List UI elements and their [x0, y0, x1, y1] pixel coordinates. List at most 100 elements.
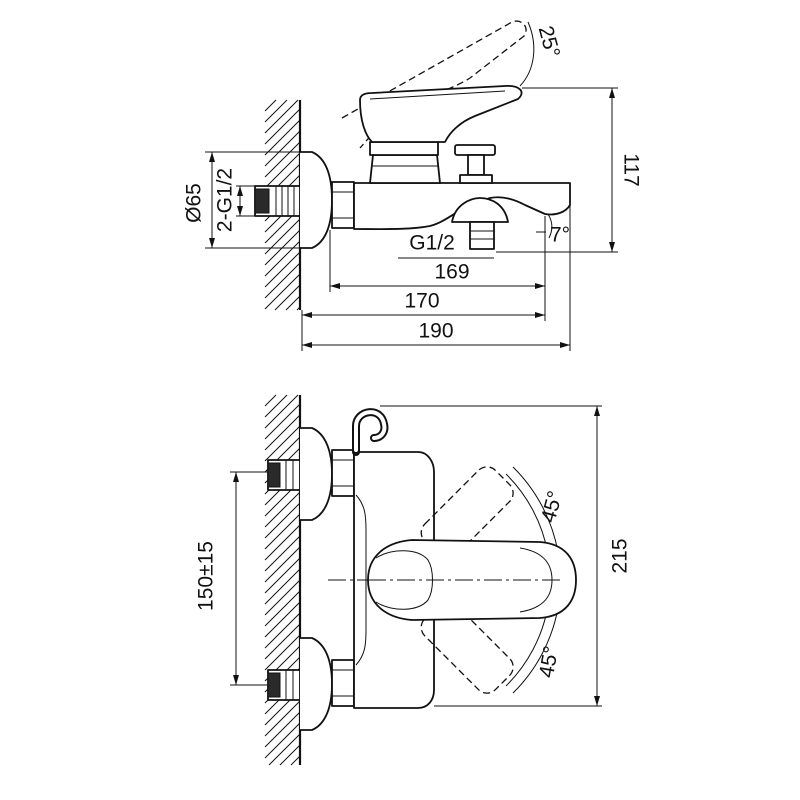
dim-overall-length-arrow: [594, 406, 600, 416]
dim-center-distance-arrow: [233, 675, 239, 685]
inlet-thread-label: 2-G1/2: [214, 168, 237, 232]
dimension-lines-plan: [233, 406, 600, 706]
wall-plate-upper: [300, 427, 333, 521]
hatch-line: [264, 141, 301, 178]
hatch-line: [264, 251, 301, 288]
dim-170-arrow: [535, 312, 545, 318]
dim-plate-diameter-arrow: [209, 152, 215, 162]
lever-handle-side: [359, 85, 523, 143]
hatch-line: [279, 744, 301, 766]
hatch-line: [264, 535, 301, 572]
diverter-knob-cap: [454, 144, 496, 156]
cartridge-ring: [369, 141, 439, 156]
eccentric-connector-side: [254, 185, 301, 217]
depth-170-label: 170: [404, 290, 439, 313]
wall-plate-lower: [300, 637, 333, 731]
wall-plate-side: [300, 151, 333, 249]
outlet-bowl: [451, 197, 509, 223]
eccentric-dark-end: [267, 462, 281, 488]
plan-view: 45° 45° 150±15 215: [195, 394, 632, 766]
hatch-line: [264, 394, 288, 418]
hatch-line: [264, 394, 299, 429]
extension-lines-side: [205, 87, 618, 351]
hatch-line: [264, 700, 301, 737]
hatch-line: [264, 218, 301, 255]
hatch-line: [264, 502, 301, 539]
hatch-line: [264, 108, 301, 145]
hatch-line: [268, 733, 301, 766]
lever-highlight: [369, 90, 506, 100]
dim-190-arrow: [302, 342, 312, 348]
handle-position-lower: [420, 600, 514, 694]
hatch-line: [264, 152, 301, 189]
depth-169-label: 169: [434, 261, 469, 284]
cartridge-housing-side: [369, 154, 441, 184]
hatch-line: [264, 524, 301, 561]
hatch-line: [264, 99, 299, 134]
lever-angle-label: 25°: [534, 23, 564, 60]
center-distance-label: 150±15: [195, 541, 218, 611]
hatch-line: [264, 273, 301, 310]
dim-169-arrow: [330, 283, 340, 289]
hatch-line: [274, 284, 301, 311]
dim-center-distance-arrow: [233, 472, 239, 482]
side-view: 25° 117 Ø65 2-G1/2 G1/2 7° 169 170 190: [183, 20, 642, 351]
hatch-line: [290, 755, 301, 766]
rotation-arc-lower-outer: [512, 607, 559, 694]
rotation-arc-upper-outer: [512, 466, 559, 553]
spout-angle-label: 7°: [550, 224, 570, 247]
dim-height-arrow: [609, 242, 615, 252]
union-nut-upper: [331, 449, 355, 497]
shower-hook: [354, 410, 387, 452]
extension-lines-plan: [230, 405, 602, 707]
overall-length-label: 215: [609, 538, 632, 573]
height-label: 117: [619, 153, 642, 186]
hatch-line: [264, 99, 277, 112]
hatch-line: [264, 119, 301, 156]
hatch-line: [264, 590, 301, 627]
rotation-upper-label: 45°: [537, 488, 567, 525]
hatch-line: [264, 579, 301, 616]
dim-169-arrow: [535, 283, 545, 289]
hatch-line: [264, 557, 301, 594]
union-nut-lower: [331, 659, 355, 707]
hatch-line: [264, 414, 301, 451]
dim-height-arrow: [609, 88, 615, 98]
hatch-line: [264, 403, 301, 440]
eccentric-dark-end: [254, 188, 270, 214]
dimension-lines-side: [209, 88, 615, 348]
hatch-line: [264, 722, 301, 759]
dim-inlet-thread-arrow: [237, 206, 243, 216]
dim-overall-length-arrow: [594, 696, 600, 706]
hatch-line: [264, 425, 301, 462]
hatch-line: [264, 568, 301, 605]
eccentric-dark-end: [267, 672, 281, 698]
dim-inlet-thread-arrow: [237, 186, 243, 196]
hatch-line: [264, 394, 277, 407]
diverter-knob-stem: [467, 154, 485, 176]
union-nut-side: [331, 181, 355, 229]
hatch-line: [264, 612, 301, 649]
hatch-line: [264, 491, 301, 528]
dim-190-arrow: [560, 342, 570, 348]
dim-170-arrow: [302, 312, 312, 318]
hatch-line: [264, 601, 301, 638]
hatch-line: [264, 711, 301, 748]
wall-hatching-plan: [264, 394, 301, 766]
spout-angle-arc: [547, 213, 553, 239]
lever-raised-position: [341, 20, 527, 149]
outlet-thread-label: G1/2: [409, 232, 455, 255]
hatch-line: [264, 240, 301, 277]
eccentric-connector-lower: [267, 669, 301, 701]
hatch-line: [264, 130, 301, 167]
eccentric-connector-upper: [267, 459, 301, 491]
hatch-line: [264, 623, 301, 660]
dim-plate-diameter-arrow: [209, 238, 215, 248]
rotation-lower-label: 45°: [535, 644, 563, 679]
hatch-line: [285, 295, 301, 311]
hatch-line: [264, 513, 301, 550]
lever-angle-arc: [519, 21, 535, 87]
plate-diameter-label: Ø65: [183, 183, 206, 223]
hatch-line: [264, 546, 301, 583]
